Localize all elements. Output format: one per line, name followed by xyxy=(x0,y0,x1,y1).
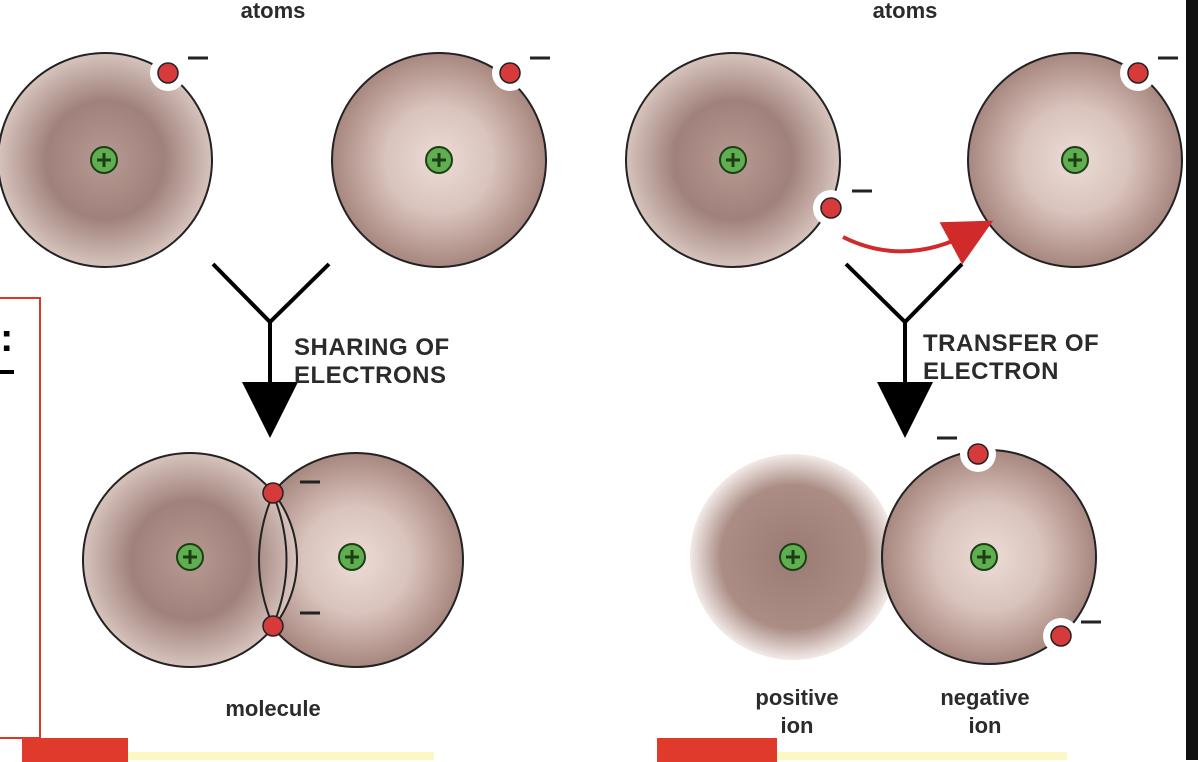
left-atom-2 xyxy=(331,52,550,268)
red-frame xyxy=(0,297,41,739)
atoms-label-left: atoms xyxy=(240,0,306,23)
yellow-bar-right xyxy=(777,752,1067,760)
electron-icon xyxy=(262,615,284,637)
yellow-bar-left xyxy=(128,752,434,760)
electron-icon xyxy=(1127,62,1149,84)
electron-icon xyxy=(157,62,179,84)
atoms-label-right: atoms xyxy=(872,0,938,23)
left-merge-arrow xyxy=(211,262,331,438)
right-atom-1 xyxy=(625,52,872,268)
right-atom-2 xyxy=(967,52,1183,268)
electron-icon xyxy=(820,197,842,219)
sharing-label: SHARING OF ELECTRONS xyxy=(294,334,450,390)
frame-mark: : xyxy=(0,316,14,360)
ions xyxy=(690,436,1101,665)
positive-ion-line1: positive xyxy=(755,685,839,710)
left-atom-1 xyxy=(0,52,213,268)
molecule-label: molecule xyxy=(225,696,321,721)
red-bar-left xyxy=(22,738,128,762)
transfer-arrow xyxy=(842,220,994,265)
electron-icon xyxy=(967,443,989,465)
positive-ion-line2: ion xyxy=(780,713,814,738)
electron-icon xyxy=(262,482,284,504)
right-merge-arrow xyxy=(844,262,964,438)
molecule xyxy=(82,452,464,668)
sharing-label-line2: ELECTRONS xyxy=(294,362,447,389)
negative-ion-label: negative ion xyxy=(925,684,1045,740)
transfer-label-line1: TRANSFER OF xyxy=(923,330,1100,357)
transfer-label: TRANSFER OF ELECTRON xyxy=(923,330,1099,386)
electron-icon xyxy=(499,62,521,84)
negative-ion-line2: ion xyxy=(968,713,1002,738)
window-edge xyxy=(1186,0,1198,760)
electron-icon xyxy=(1050,625,1072,647)
transfer-label-line2: ELECTRON xyxy=(923,358,1059,385)
positive-ion-label: positive ion xyxy=(737,684,857,740)
red-bar-right xyxy=(657,738,777,762)
negative-ion-line1: negative xyxy=(940,685,1030,710)
sharing-label-line1: SHARING OF xyxy=(294,334,450,361)
frame-underline xyxy=(0,370,14,374)
